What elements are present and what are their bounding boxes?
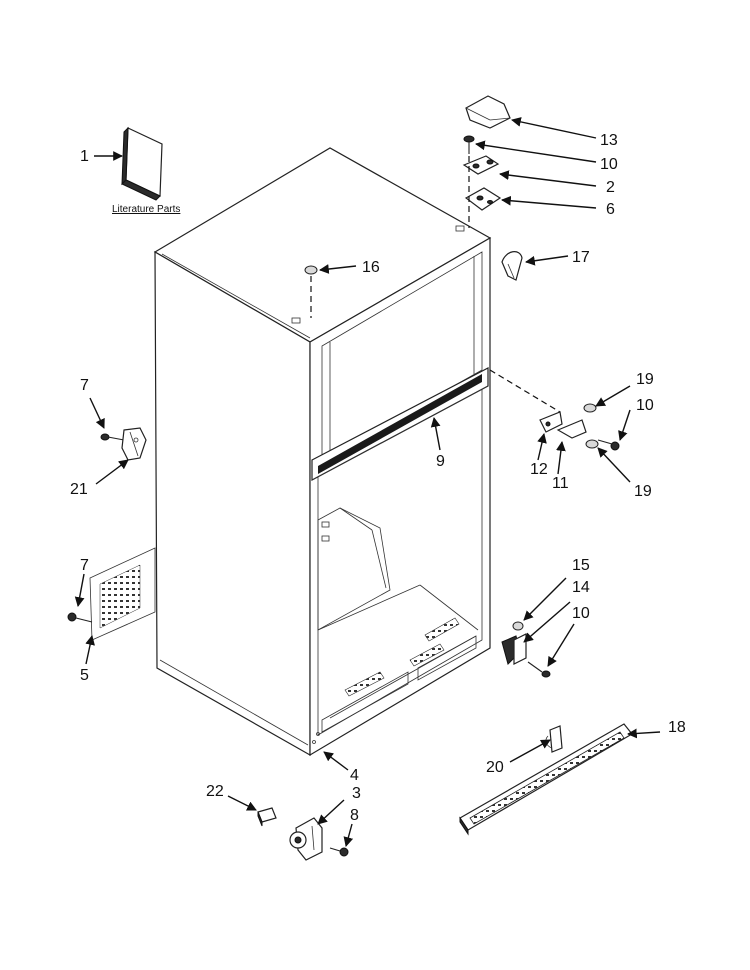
callout-11: 11: [552, 475, 569, 492]
callout-22: 22: [206, 783, 224, 800]
hinge-cover: [465, 95, 511, 129]
hinge-screw-top: [463, 135, 475, 154]
callout-14: 14: [572, 579, 590, 596]
panel-screw: [67, 612, 93, 623]
callout-20: 20: [486, 759, 504, 776]
callout-21: 21: [70, 481, 88, 498]
grille-clip: [545, 725, 563, 753]
roller-screw: [329, 847, 349, 857]
literature-booklet: [121, 126, 163, 201]
callout-19-lower: 19: [634, 483, 652, 500]
roller-bracket: [289, 817, 323, 861]
left-bracket-assembly: [100, 427, 147, 461]
callout-7-upper: 7: [80, 377, 89, 394]
callout-5: 5: [80, 667, 89, 684]
callout-2: 2: [606, 179, 615, 196]
callout-10-top: 10: [600, 156, 618, 173]
callout-17: 17: [572, 249, 590, 266]
callout-19-upper: 19: [636, 371, 654, 388]
literature-caption: Literature Parts: [112, 204, 180, 215]
refrigerator-cabinet: [153, 147, 492, 757]
callout-12: 12: [530, 461, 548, 478]
hinge-plate: [464, 187, 502, 211]
callout-3: 3: [352, 785, 361, 802]
callout-9: 9: [436, 453, 445, 470]
callout-15: 15: [572, 557, 590, 574]
callout-1: 1: [80, 148, 89, 165]
back-panel: [89, 547, 156, 641]
callout-6: 6: [606, 201, 615, 218]
top-hinge: [462, 155, 500, 175]
callout-10-low: 10: [572, 605, 590, 622]
callout-18: 18: [668, 719, 686, 736]
leveling-pad: [257, 807, 277, 827]
divider-hinge-hardware: [539, 403, 620, 451]
callout-8: 8: [350, 807, 359, 824]
door-clip: [501, 251, 523, 281]
divider-bar: [311, 367, 489, 482]
callout-10-mid: 10: [636, 397, 654, 414]
callout-13: 13: [600, 132, 618, 149]
callout-7-lower: 7: [80, 557, 89, 574]
callout-labels: 1 13 10 2 6 17 16 7 21 9 19 10 12 11 19 …: [70, 132, 686, 824]
callout-16: 16: [362, 259, 380, 276]
callout-4: 4: [350, 767, 359, 784]
leader-arrows: [74, 117, 661, 847]
top-plug: [304, 265, 318, 318]
bottom-hinge: [501, 621, 551, 678]
